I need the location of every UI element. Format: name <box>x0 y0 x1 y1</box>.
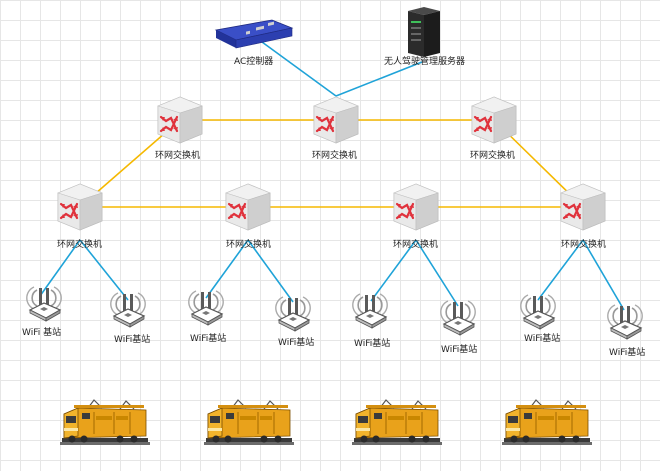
uplink-ac <box>261 41 337 97</box>
wifi-base-station-icon <box>519 294 557 330</box>
base-station-label: WiFi基站 <box>354 337 390 349</box>
switch-label: 环网交换机 <box>155 149 200 161</box>
ring-switch-icon <box>559 182 607 232</box>
access-link <box>582 239 625 311</box>
base-station-label: WiFi基站 <box>278 336 314 348</box>
access-link <box>247 239 294 303</box>
switch-label: 环网交换机 <box>393 238 438 250</box>
access-link <box>537 239 584 301</box>
wifi-base-station-icon <box>274 296 312 332</box>
wifi-base-station-icon <box>606 304 644 340</box>
base-station-label: WiFi基站 <box>190 332 226 344</box>
switch-label: 环网交换机 <box>561 238 606 250</box>
server-label: 无人驾驶管理服务器 <box>384 55 465 67</box>
switch-label: 环网交换机 <box>312 149 357 161</box>
locomotive-icon <box>59 399 151 446</box>
uplink-server <box>335 61 423 97</box>
wifi-base-station-icon <box>439 300 477 336</box>
switch-label: 环网交换机 <box>57 238 102 250</box>
base-station-label: WiFi基站 <box>609 346 645 358</box>
access-links <box>39 41 625 311</box>
wifi-base-station-icon <box>351 293 389 329</box>
server-icon <box>408 7 440 57</box>
access-link <box>205 239 249 299</box>
access-link <box>370 239 417 302</box>
base-station-label: WiFi 基站 <box>22 326 61 338</box>
wifi-base-station-icon <box>25 286 63 322</box>
wifi-base-station-icon <box>187 290 225 326</box>
locomotive-icon <box>351 399 443 446</box>
locomotive-icon <box>203 399 295 446</box>
ac-controller-label: AC控制器 <box>234 55 273 67</box>
ring-switch-icon <box>224 182 272 232</box>
ring-switch-icon <box>156 95 204 145</box>
ring-switch-icon <box>392 182 440 232</box>
base-station-label: WiFi基站 <box>524 332 560 344</box>
access-link <box>79 239 129 301</box>
access-link <box>415 239 459 307</box>
base-station-label: WiFi基站 <box>114 333 150 345</box>
ring-switch-icon <box>312 95 360 145</box>
ac-controller-icon <box>214 19 294 49</box>
ring-switch-icon <box>56 182 104 232</box>
switch-label: 环网交换机 <box>470 149 515 161</box>
ring-switch-icon <box>470 95 518 145</box>
switch-label: 环网交换机 <box>226 238 271 250</box>
base-station-label: WiFi基站 <box>441 343 477 355</box>
locomotive-icon <box>501 399 593 446</box>
wifi-base-station-icon <box>109 292 147 328</box>
access-link <box>39 239 81 297</box>
